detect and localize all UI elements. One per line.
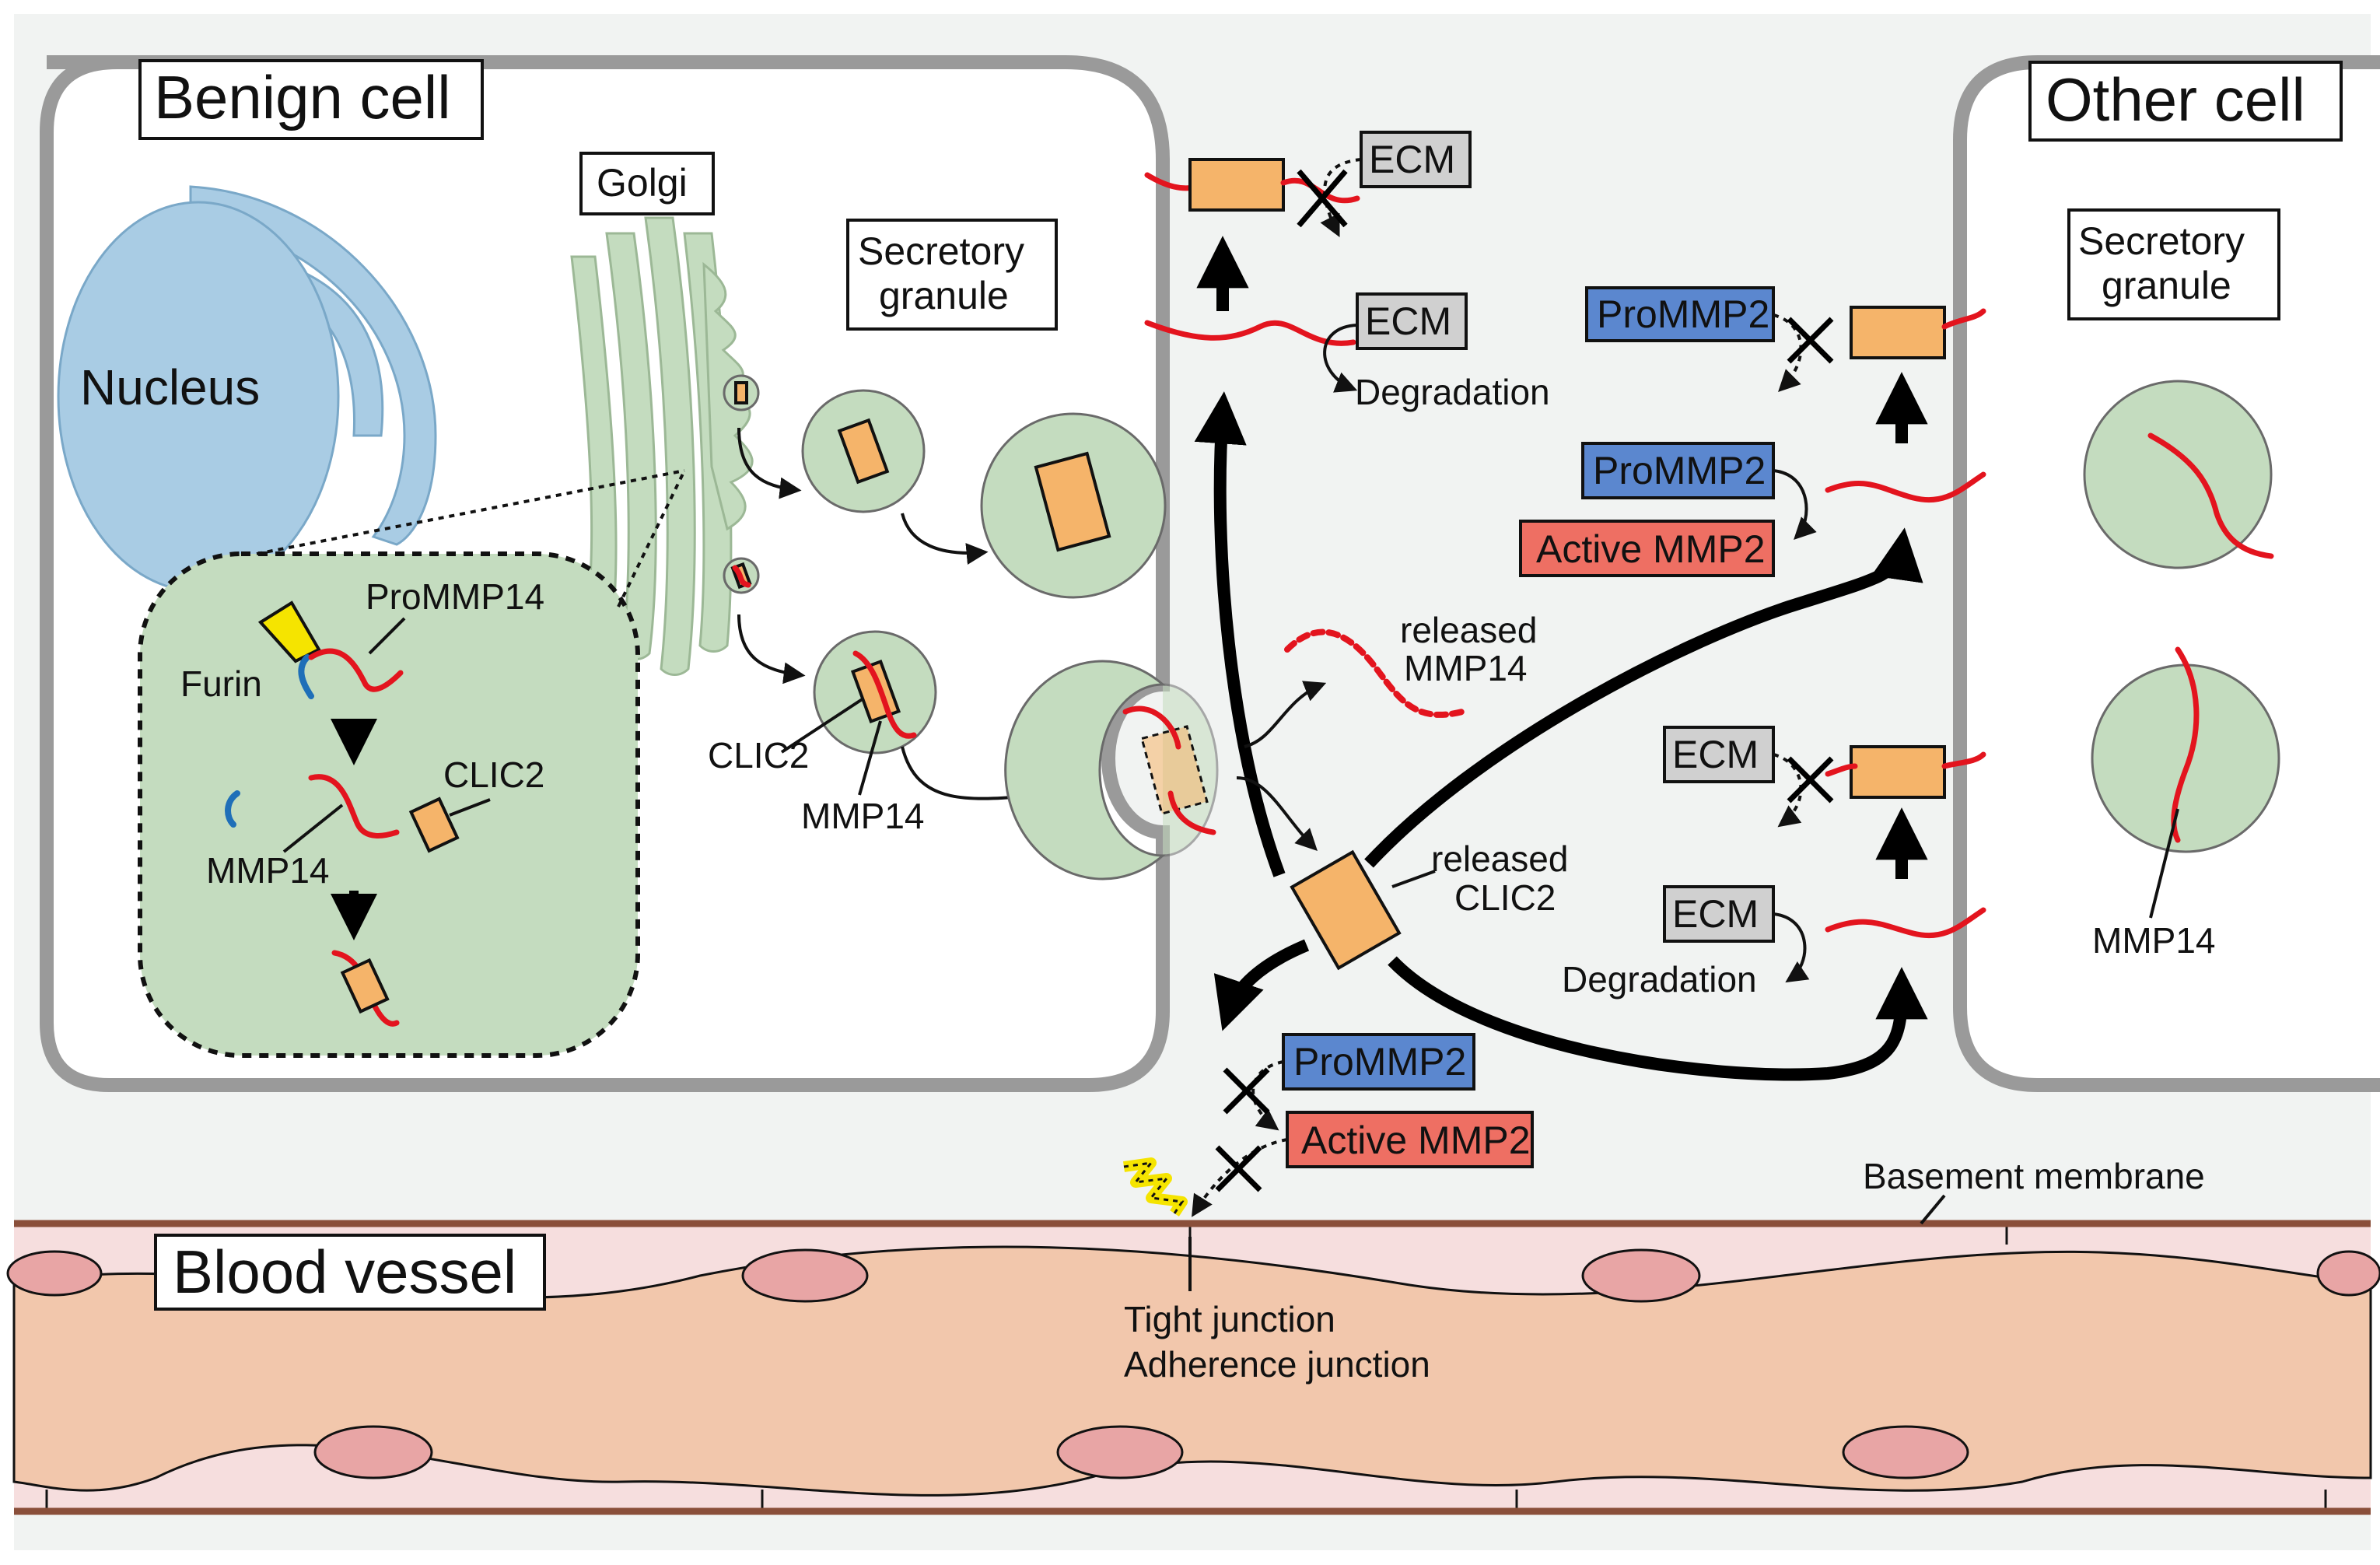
endothelial-nucleus: [741, 1248, 869, 1303]
vessel-lumen: [12, 1245, 2372, 1497]
furin: [257, 600, 321, 663]
other-secretory-granule-label-line2: granule: [2102, 264, 2231, 307]
released-mmp14-label-line1: released: [1400, 610, 1537, 650]
prommp2-label: ProMMP2: [1593, 449, 1766, 492]
prommp2-box-blocked: [1585, 286, 1775, 342]
endothelial-nucleus: [1842, 1425, 1969, 1479]
benign-cell-label: Benign cell: [154, 63, 451, 131]
blood-vessel-label-box: [154, 1234, 546, 1311]
prommp14-chain: [308, 648, 404, 692]
other-secretory-granule-label-line1: Secretory: [2078, 219, 2245, 263]
ecm-label-right: ECM: [1672, 892, 1759, 936]
active-mmp2-box: [1519, 520, 1775, 577]
secretory-granule-label-line2: granule: [879, 274, 1009, 317]
prommp2-box: [1581, 442, 1775, 499]
prodomain-cleaved: [225, 790, 240, 828]
released-mmp14: [1284, 628, 1465, 718]
basement-membrane-label: Basement membrane: [1863, 1156, 2205, 1196]
endothelial-nucleus: [6, 1250, 103, 1297]
benign-cell-label-box: [138, 59, 484, 140]
prodomain: [298, 654, 314, 699]
clic2-exocytosing: [1140, 725, 1209, 815]
exocytosing-granule: [1004, 660, 1166, 881]
released-clic2: [1290, 849, 1402, 971]
released-clic2-label-line2: CLIC2: [1454, 877, 1556, 918]
golgi-label: Golgi: [597, 161, 688, 205]
active-mmp2-box-bottom: [1286, 1111, 1534, 1168]
mmp14-label: MMP14: [801, 796, 924, 836]
clic2-label: CLIC2: [708, 735, 809, 775]
other-secretory-granule-label-box: [2067, 208, 2280, 320]
degradation-label-right: Degradation: [1562, 959, 1757, 1000]
other-secretory-granule: [2091, 663, 2280, 853]
prommp2-label-blocked: ProMMP2: [1597, 292, 1769, 336]
ecm-box: [1356, 292, 1468, 350]
mmp14-inset-label: MMP14: [206, 850, 329, 891]
clic2-small: [734, 381, 748, 404]
clic2-membrane-other-2: [1850, 745, 1946, 799]
active-mmp2-label: Active MMP2: [1536, 527, 1766, 571]
prommp2-box-bottom: [1282, 1033, 1475, 1091]
ecm-label: ECM: [1365, 299, 1451, 343]
endothelial-nucleus: [313, 1425, 433, 1479]
clic2-membrane: [1188, 158, 1285, 212]
ecm-label-right-blocked: ECM: [1672, 733, 1759, 776]
released-mmp14-label-line2: MMP14: [1404, 648, 1527, 688]
other-mmp14-label: MMP14: [2092, 920, 2215, 961]
golgi-label-box: [579, 152, 715, 215]
clic2-granule-large: [1034, 451, 1111, 552]
other-cell-label: Other cell: [2046, 65, 2305, 134]
clic2-inset: [408, 797, 460, 853]
mmp14-chain: [308, 774, 400, 839]
active-mmp2-label-bottom: Active MMP2: [1301, 1119, 1531, 1162]
secretory-granule-label-box: [846, 219, 1058, 331]
prommp14-label: ProMMP14: [366, 576, 544, 617]
endothelial-nucleus: [2316, 1250, 2380, 1297]
other-secretory-granule: [2083, 380, 2273, 569]
endothelial-nucleus: [1056, 1425, 1184, 1479]
nucleus-label: Nucleus: [80, 359, 260, 415]
clic2-granule: [837, 418, 890, 485]
ecm-box-right-blocked: [1663, 726, 1775, 783]
blood-vessel-label: Blood vessel: [173, 1238, 516, 1306]
tight-junction-label: Tight junction: [1124, 1299, 1335, 1339]
secretory-granule-label-line1: Secretory: [858, 229, 1024, 273]
clic2-inset-bound: [340, 958, 390, 1014]
clic2-membrane-other: [1850, 306, 1946, 359]
clic2-inset-label: CLIC2: [443, 754, 544, 795]
prommp2-label-bottom: ProMMP2: [1293, 1040, 1466, 1084]
adherence-junction-label: Adherence junction: [1124, 1344, 1430, 1385]
golgi-zoom-inset: [138, 551, 640, 1058]
endothelial-nucleus: [1581, 1248, 1701, 1303]
ecm-label-blocked: ECM: [1369, 138, 1455, 181]
furin-label: Furin: [180, 663, 262, 704]
released-clic2-label-line1: released: [1431, 839, 1568, 879]
degradation-label: Degradation: [1355, 372, 1550, 412]
other-cell-label-box: [2028, 61, 2343, 142]
